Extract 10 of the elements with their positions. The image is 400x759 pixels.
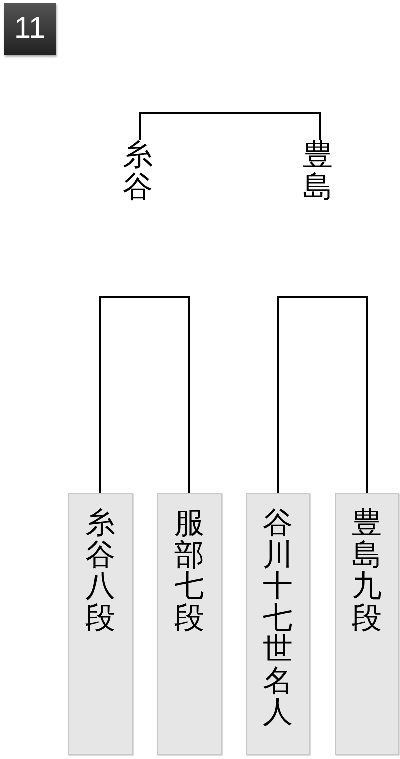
winner-name: 糸谷 <box>123 140 153 203</box>
player-box: 糸谷八段 <box>68 493 133 755</box>
number-badge: 11 <box>4 3 56 55</box>
player-box: 服部七段 <box>157 493 222 755</box>
player-box: 谷川十七世名人 <box>246 493 310 755</box>
bracket-line <box>100 296 190 493</box>
bracket-line <box>139 112 321 140</box>
winner-name: 豊島 <box>303 140 333 203</box>
player-box: 豊島九段 <box>335 493 399 755</box>
bracket-line <box>277 296 368 493</box>
